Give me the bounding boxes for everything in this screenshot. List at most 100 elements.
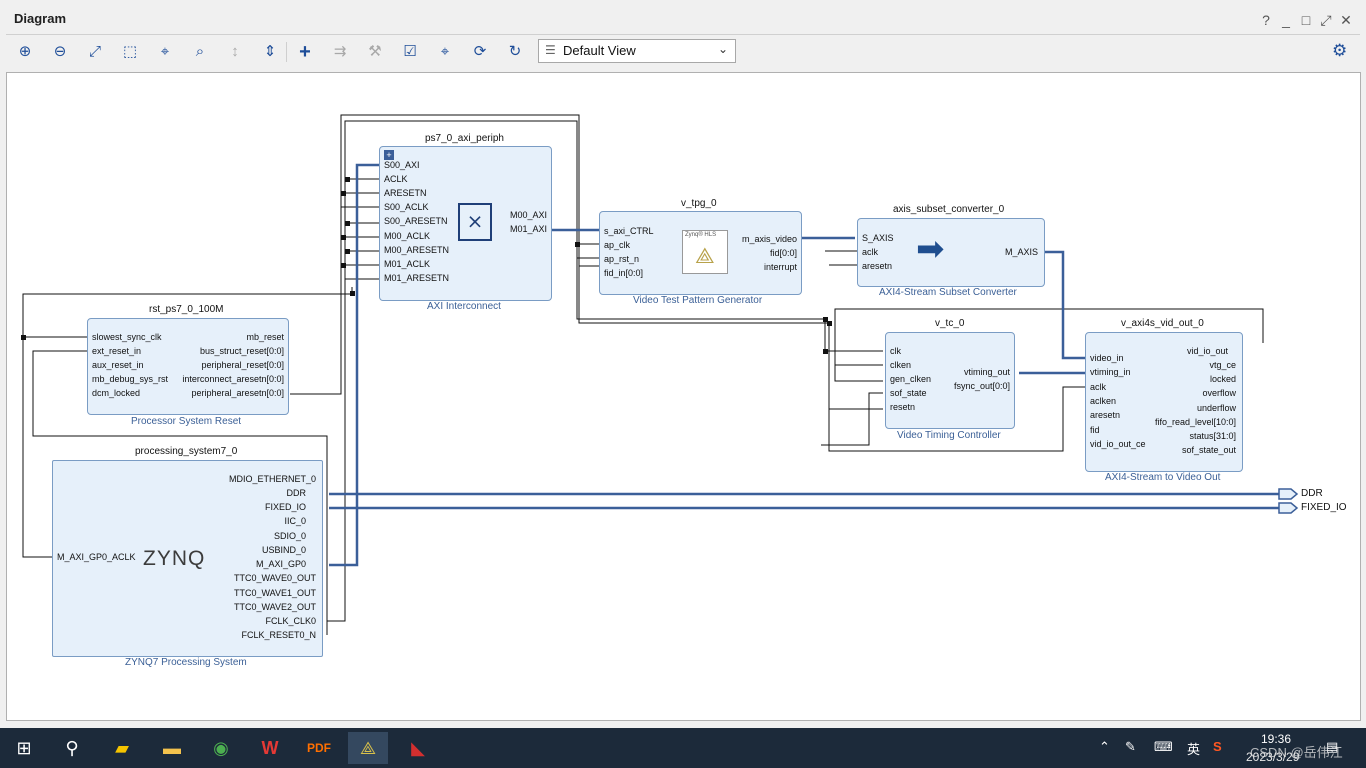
pin-ttc0-wave1-out[interactable]: TTC0_WAVE1_OUT [233,588,316,598]
pin-iic-0[interactable]: IIC_0 [284,516,306,526]
notification-icon[interactable]: ▤ [1326,739,1339,754]
regenerate-layout-icon[interactable]: ↻ [508,43,522,60]
pin-dcm-locked[interactable]: dcm_locked [92,388,141,398]
pin-interrupt[interactable]: interrupt [763,262,797,272]
input-language[interactable]: 英 [1187,742,1201,757]
pin-fsync-out[interactable]: fsync_out[0:0] [953,381,1010,391]
pin-vtiming-in[interactable]: vtiming_in [1090,367,1131,377]
pin-status[interactable]: status[31:0] [1189,431,1236,441]
help-icon[interactable]: ? [1262,12,1270,28]
zoom-area-icon[interactable]: ⬚ [122,43,138,60]
pin-vtc-clken[interactable]: clken [890,360,912,370]
block-zynq7-processing-system[interactable]: M_AXI_GP0_ACLK MDIO_ETHERNET_0 DDR FIXED… [52,460,323,657]
pin-fixed-io[interactable]: FIXED_IO [264,502,306,512]
properties-icon[interactable]: ⚒ [368,43,382,60]
pin-s00-axi[interactable]: S00_AXI [384,160,420,170]
pin-interconnect-aresetn[interactable]: interconnect_aresetn[0:0] [182,374,284,384]
sticky-notes-icon[interactable]: ▰ [115,738,129,758]
route-pin-icon[interactable]: ⌖ [440,43,450,60]
collapse-all-icon[interactable]: ↕ [231,43,239,60]
zoom-in-icon[interactable]: ⊕ [18,43,32,60]
pin-peripheral-aresetn[interactable]: peripheral_aresetn[0:0] [191,388,284,398]
tray-chevron-up-icon[interactable]: ⌃ [1099,739,1110,754]
block-processor-system-reset[interactable]: slowest_sync_clk ext_reset_in aux_reset_… [87,318,289,415]
file-explorer-icon[interactable]: ▬ [163,738,181,758]
close-icon[interactable]: ✕ [1340,12,1352,28]
wps-icon[interactable]: W [261,738,279,758]
pin-m01-aresetn[interactable]: M01_ARESETN [384,273,450,283]
pin-vtiming-out[interactable]: vtiming_out [963,367,1010,377]
pin-vout-fid[interactable]: fid [1090,425,1100,435]
pin-fid[interactable]: fid[0:0] [769,248,797,258]
pin-conv-aclk[interactable]: aclk [862,247,879,257]
pin-usbind-0[interactable]: USBIND_0 [261,545,306,555]
add-ip-icon[interactable]: + [299,41,311,63]
view-select[interactable]: ☰ Default View ⌄ [538,39,736,63]
pin-mb-reset[interactable]: mb_reset [246,332,284,342]
vitis-icon[interactable]: ◣ [411,738,425,758]
block-video-timing-controller[interactable]: clk clken gen_clken sof_state resetn vti… [885,332,1015,429]
center-icon[interactable]: ⌖ [160,43,170,60]
pin-locked[interactable]: locked [1209,374,1236,384]
pin-vout-aclk[interactable]: aclk [1090,382,1107,392]
minimize-icon[interactable]: _ [1282,12,1290,28]
pin-m01-aclk[interactable]: M01_ACLK [384,259,431,269]
pin-sof-state[interactable]: sof_state [890,388,927,398]
pin-m01-axi[interactable]: M01_AXI [509,224,547,234]
pin-aclk[interactable]: ACLK [384,174,408,184]
pin-conv-aresetn[interactable]: aresetn [862,261,893,271]
pin-sdio-0[interactable]: SDIO_0 [273,531,306,541]
clock-time[interactable]: 19:36 [1261,732,1292,746]
pin-m-axi-gp0[interactable]: M_AXI_GP0 [255,559,306,569]
search-icon[interactable]: ⚲ [65,738,79,758]
pin-fifo-read-level[interactable]: fifo_read_level[10:0] [1154,417,1236,427]
pin-m-axis[interactable]: M_AXIS [1004,247,1038,257]
expand-icon[interactable]: + [384,150,394,160]
pin-s00-aclk[interactable]: S00_ACLK [384,202,429,212]
pin-fid-in[interactable]: fid_in[0:0] [604,268,644,278]
pin-peripheral-reset[interactable]: peripheral_reset[0:0] [201,360,284,370]
pin-ext-reset-in[interactable]: ext_reset_in [92,346,142,356]
validate-icon[interactable]: ☑ [403,43,417,60]
diagram-canvas[interactable]: ps7_0_axi_periph + S00_AXI ACLK ARESETN … [6,72,1361,721]
block-axi-interconnect[interactable]: + S00_AXI ACLK ARESETN S00_ACLK S00_ARES… [379,146,552,301]
gear-icon[interactable]: ⚙ [1332,41,1348,60]
zoom-fit-icon[interactable]: ⤢ [88,43,101,60]
pin-m00-aclk[interactable]: M00_ACLK [384,231,431,241]
refresh-icon[interactable]: ⟳ [473,43,487,60]
pin-aclken[interactable]: aclken [1090,396,1117,406]
pin-mb-debug-sys-rst[interactable]: mb_debug_sys_rst [92,374,169,384]
pin-overflow[interactable]: overflow [1202,388,1236,398]
block-video-test-pattern-generator[interactable]: s_axi_CTRL ap_clk ap_rst_n fid_in[0:0] m… [599,211,802,295]
pin-s-axi-ctrl[interactable]: s_axi_CTRL [604,226,654,236]
windows-start-icon[interactable]: ⊞ [16,738,32,758]
pin-sof-state-out[interactable]: sof_state_out [1181,445,1236,455]
pin-m-axis-video[interactable]: m_axis_video [741,234,797,244]
sogou-ime-icon[interactable]: S [1213,739,1222,754]
pin-m-axi-gp0-aclk[interactable]: M_AXI_GP0_ACLK [57,552,136,562]
pin-ap-clk[interactable]: ap_clk [604,240,631,250]
pin-vtg-ce[interactable]: vtg_ce [1209,360,1236,370]
pin-s00-aresetn[interactable]: S00_ARESETN [384,216,448,226]
pin-vtc-resetn[interactable]: resetn [890,402,916,412]
pin-gen-clken[interactable]: gen_clken [890,374,932,384]
pin-aux-reset-in[interactable]: aux_reset_in [92,360,144,370]
pdf-icon[interactable]: PDF [307,741,331,755]
pin-mdio-ethernet-0[interactable]: MDIO_ETHERNET_0 [228,474,316,484]
block-axi4-stream-subset-converter[interactable]: S_AXIS aclk aresetn M_AXIS ➡ [857,218,1045,287]
pin-m00-aresetn[interactable]: M00_ARESETN [384,245,450,255]
pin-vout-aresetn[interactable]: aresetn [1090,410,1121,420]
restore-icon[interactable]: □ [1301,12,1311,28]
pin-video-in[interactable]: video_in [1090,353,1124,363]
external-port-fixed-io[interactable]: FIXED_IO [1301,502,1347,513]
pin-ttc0-wave2-out[interactable]: TTC0_WAVE2_OUT [233,602,316,612]
pin-vtc-clk[interactable]: clk [890,346,901,356]
keyboard-icon[interactable]: ⌨ [1154,739,1173,754]
pin-m00-axi[interactable]: M00_AXI [509,210,547,220]
pin-vid-io-out-ce[interactable]: vid_io_out_ce [1090,439,1146,449]
connect-icon[interactable]: ⇉ [333,43,347,60]
pin-fclk-reset0-n[interactable]: FCLK_RESET0_N [241,630,316,640]
pin-ddr[interactable]: DDR [286,488,307,498]
zoom-out-icon[interactable]: ⊖ [53,43,67,60]
pin-fclk-clk0[interactable]: FCLK_CLK0 [265,616,316,626]
